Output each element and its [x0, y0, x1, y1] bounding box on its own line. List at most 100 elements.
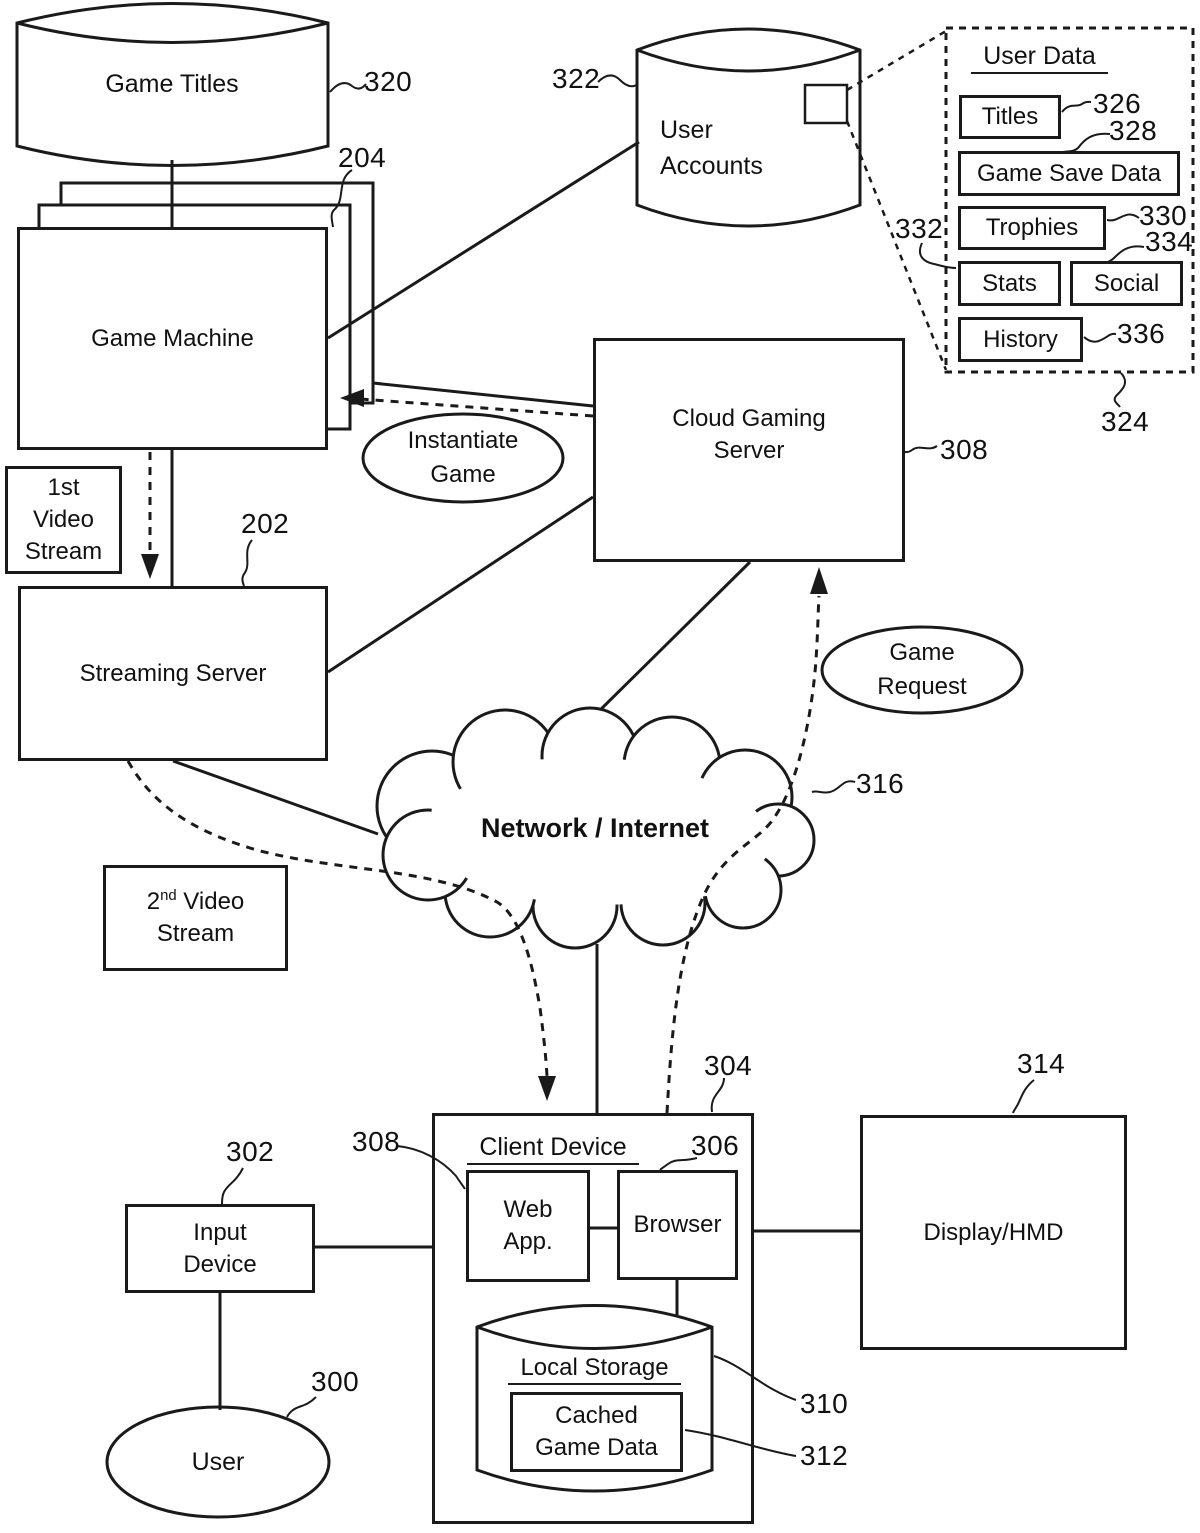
user-data-titles-box: Titles: [959, 95, 1061, 139]
ref-332: 332: [895, 213, 944, 244]
user-label: User: [191, 1448, 245, 1476]
first-video-stream-box: 1st Video Stream: [5, 466, 122, 574]
ref-316: 316: [856, 768, 905, 799]
leader-320: [329, 82, 367, 93]
trophies-label: Trophies: [985, 214, 1079, 242]
user-accounts-label: User Accounts: [660, 116, 763, 181]
cloud-gaming-server-box: Cloud Gaming Server: [593, 338, 905, 562]
game-request-label: Game Request: [877, 639, 967, 700]
first-video-arrowhead: [141, 554, 159, 579]
user-data-title: User Data: [952, 42, 1127, 74]
web-app-label: Web App.: [503, 1196, 553, 1255]
second-video-dashed-path: [126, 760, 549, 1077]
leader-308-cgs: [903, 445, 938, 454]
link-streaming-cgs: [327, 495, 594, 674]
ref-336: 336: [1117, 318, 1166, 349]
user-data-dashed-box: [944, 26, 1195, 374]
network-cloud: [375, 706, 816, 950]
ref-326: 326: [1093, 88, 1142, 119]
user-accounts-detail-square: [803, 83, 849, 125]
display-hmd-box: Display/HMD: [860, 1115, 1127, 1350]
leader-324: [1113, 372, 1126, 408]
input-device-label: Input Device: [183, 1218, 257, 1278]
leader-202: [241, 539, 253, 587]
ref-308-webapp: 308: [352, 1126, 401, 1157]
second-video-stream-label: 2nd Video Stream: [146, 888, 245, 947]
leader-316: [811, 780, 856, 794]
client-device-box: [432, 1113, 754, 1524]
game-machine-box: Game Machine: [17, 227, 328, 450]
user-data-social-box: Social: [1070, 261, 1183, 306]
ref-312: 312: [800, 1440, 849, 1471]
user-data-game-save-box: Game Save Data: [958, 151, 1180, 196]
leader-328: [1062, 132, 1111, 153]
link-streaming-cloud: [172, 759, 379, 836]
user-data-stats-box: Stats: [958, 261, 1061, 306]
ref-334: 334: [1145, 226, 1194, 257]
game-request-arrowhead: [810, 567, 828, 594]
ref-310: 310: [800, 1388, 849, 1419]
second-video-arrowhead: [538, 1076, 556, 1101]
leader-306: [659, 1157, 698, 1171]
game-titles-cylinder: [15, 2, 330, 167]
leader-300: [286, 1396, 317, 1418]
ref-204: 204: [338, 142, 387, 173]
network-internet-label: Network / Internet: [480, 813, 710, 843]
instantiate-game-arrowhead: [340, 389, 364, 407]
leader-308-webapp: [396, 1145, 466, 1190]
stats-label: Stats: [982, 269, 1037, 297]
browser-label: Browser: [633, 1211, 722, 1239]
ref-314: 314: [1017, 1048, 1066, 1079]
titles-label: Titles: [981, 103, 1039, 131]
link-cgs-cloud: [588, 560, 752, 722]
instantiate-game-label: Instantiate Game: [407, 427, 519, 488]
user-accounts-cylinder: [635, 27, 862, 228]
game-save-data-label: Game Save Data: [976, 159, 1162, 187]
leader-312: [684, 1429, 797, 1457]
cloud-gaming-server-label: Cloud Gaming Server: [672, 405, 826, 464]
link-cgs-gamemachine: [372, 381, 594, 408]
leader-336: [1083, 332, 1117, 343]
leader-302: [221, 1167, 244, 1205]
leader-332: [918, 242, 957, 269]
leader-314: [1012, 1079, 1035, 1114]
game-request-ellipse: [820, 625, 1024, 715]
first-video-stream-label: 1st Video Stream: [24, 474, 103, 565]
social-label: Social: [1093, 269, 1160, 297]
ref-308-cgs: 308: [940, 434, 989, 465]
link-gamemachine-useraccounts: [327, 140, 640, 340]
user-data-trophies-box: Trophies: [958, 206, 1106, 250]
leader-204: [330, 169, 353, 228]
leader-326: [1061, 100, 1092, 113]
ref-300: 300: [311, 1366, 360, 1397]
ref-202: 202: [241, 508, 290, 539]
ref-322: 322: [552, 63, 601, 94]
local-storage-title: Local Storage: [497, 1354, 692, 1385]
cached-game-data-label: Cached Game Data: [535, 1402, 658, 1461]
second-video-stream-box: 2nd Video Stream: [103, 865, 288, 971]
history-label: History: [983, 325, 1058, 353]
detail-zoom-line-top: [846, 29, 947, 92]
game-machine-label: Game Machine: [91, 324, 254, 352]
streaming-server-box: Streaming Server: [18, 586, 328, 761]
cached-game-data-box: Cached Game Data: [510, 1392, 683, 1472]
user-ellipse: [105, 1405, 331, 1519]
browser-box: Browser: [617, 1170, 738, 1280]
ref-330: 330: [1139, 200, 1188, 231]
streaming-server-label: Streaming Server: [79, 659, 267, 687]
leader-334: [1107, 245, 1145, 263]
local-storage-cylinder: [475, 1304, 714, 1493]
instantiate-game-ellipse: [361, 412, 565, 504]
display-hmd-label: Display/HMD: [923, 1218, 1064, 1246]
leader-330: [1106, 213, 1140, 222]
ref-302: 302: [226, 1136, 275, 1167]
detail-zoom-line-bottom: [845, 120, 948, 371]
input-device-box: Input Device: [125, 1204, 315, 1293]
client-device-title: Client Device: [448, 1133, 658, 1165]
ref-320: 320: [364, 66, 413, 97]
game-titles-label: Game Titles: [105, 70, 239, 98]
ref-324: 324: [1101, 406, 1150, 437]
ref-328: 328: [1109, 115, 1158, 146]
game-request-dashed-path: [665, 595, 821, 1114]
